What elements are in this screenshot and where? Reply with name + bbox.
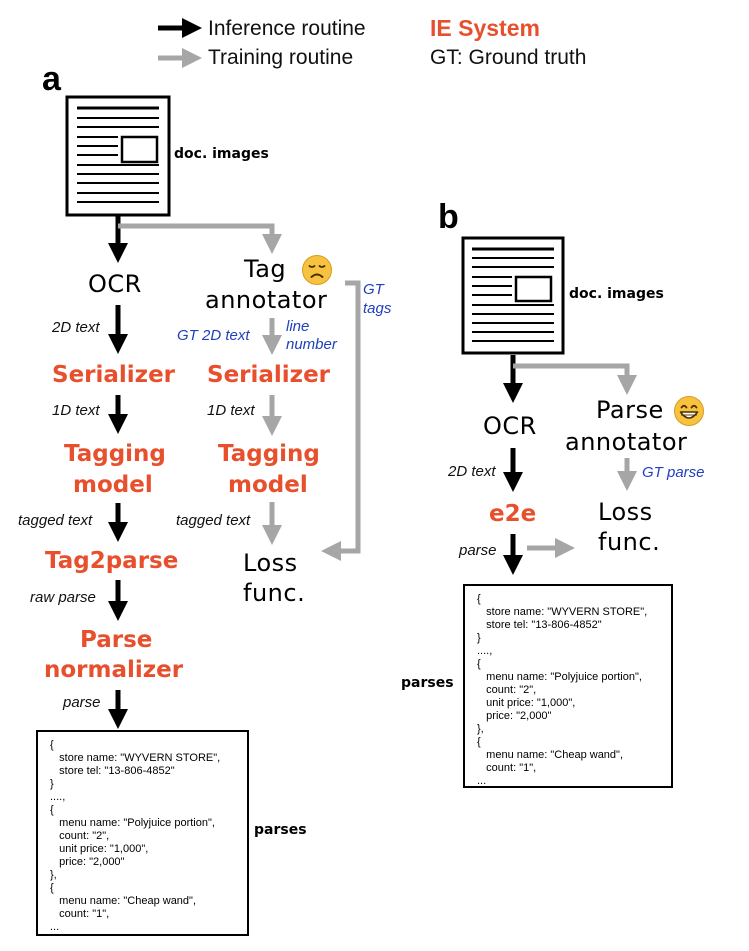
panel-a-parses-label: parses — [254, 822, 307, 838]
panel-a-edge-1d-text-left: 1D text — [52, 402, 100, 419]
panel-a-edge-parse: parse — [63, 694, 101, 711]
panel-b-parses-line: }, — [477, 723, 484, 735]
panel-a-parses-line: ...., — [50, 791, 66, 803]
panel-b-parses-line: store name: "WYVERN STORE", — [477, 606, 648, 618]
panel-a-tag-annotator-node-line2: annotator — [205, 286, 328, 314]
panel-b-parses-line: { — [477, 658, 481, 670]
panel-a-tagging-model-inference-line1: Tagging — [64, 441, 166, 467]
panel-a-parses-line: { — [50, 804, 54, 816]
panel-a-loss-func-node-line2: func. — [243, 579, 306, 607]
panel-b-parses-box: { store name: "WYVERN STORE", store tel:… — [463, 584, 673, 788]
panel-a-parse-normalizer-line2: normalizer — [44, 657, 184, 683]
panel-b-parses-line: store tel: "13-806-4852" — [477, 619, 602, 631]
panel-b-doc-images-label: doc. images — [569, 286, 664, 302]
legend-training-label: Training routine — [208, 46, 354, 69]
panel-a-parses-line: }, — [50, 869, 57, 881]
panel-a-gt-tags-label-line1: GT — [363, 281, 384, 298]
panel-a-serializer-inference-node: Serializer — [52, 362, 176, 388]
panel-b-parses-line: ...., — [477, 645, 493, 657]
panel-a-parses-line: { — [50, 882, 54, 894]
legend-gt: GT: Ground truth — [430, 46, 587, 69]
panel-a-parses-line: ... — [50, 921, 60, 933]
panel-b-label: b — [438, 198, 459, 236]
panel-b-edge-gt-parse: GT parse — [642, 464, 705, 481]
panel-b-loss-func-node-line1: Loss — [598, 498, 653, 526]
panel-b-e2e-node: e2e — [489, 501, 537, 527]
document-icon-a — [65, 95, 171, 217]
panel-a-edge-line-number-2: number — [286, 336, 337, 353]
panel-a-edge-gt-2d-text: GT 2D text — [177, 327, 250, 344]
grinning-face-emoji-icon — [673, 395, 705, 432]
panel-a-parses-line: menu name: "Cheap wand", — [50, 895, 197, 907]
panel-a-gt-tags-label-line2: tags — [363, 300, 392, 317]
panel-b-parses-line: menu name: "Polyjuice portion", — [477, 671, 642, 683]
panel-a-parses-box: { store name: "WYVERN STORE", store tel:… — [36, 730, 249, 936]
panel-b-parse-annotator-node-line2: annotator — [565, 428, 688, 456]
panel-a-tagging-model-inference-line2: model — [73, 472, 153, 498]
panel-b-parses-label: parses — [401, 675, 454, 691]
legend-inference-label: Inference routine — [208, 17, 366, 40]
panel-b-parses-line: count: "1", — [477, 762, 537, 774]
panel-a-edge-tagged-text-right: tagged text — [176, 512, 251, 529]
panel-a-parses-line: } — [50, 778, 54, 790]
panel-a-edge-line-number-1: line — [286, 318, 310, 335]
legend-ie-system: IE System — [430, 15, 540, 41]
panel-a-parses-line: count: "2", — [50, 830, 110, 842]
panel-a-tag-annotator-node-line1: Tag — [244, 255, 287, 283]
panel-a-edge-2d-text: 2D text — [52, 319, 100, 336]
panel-a-parses-line: count: "1", — [50, 908, 110, 920]
panel-a-parses-line: store name: "WYVERN STORE", — [50, 752, 221, 764]
panel-a-loss-func-node-line1: Loss — [243, 549, 298, 577]
panel-a-parses-line: price: "2,000" — [50, 856, 125, 868]
panel-a-tagging-model-training-line2: model — [228, 472, 308, 498]
panel-a-serializer-training-node: Serializer — [207, 362, 331, 388]
panel-b-parses-line: { — [477, 593, 481, 605]
panel-a-parses-line: store tel: "13-806-4852" — [50, 765, 175, 777]
panel-b-parses-line: } — [477, 632, 481, 644]
sad-face-emoji-icon — [301, 254, 333, 291]
panel-b-parses-line: count: "2", — [477, 684, 537, 696]
panel-a-edge-tagged-text-left: tagged text — [18, 512, 93, 529]
panel-a-ocr-node: OCR — [88, 270, 142, 298]
panel-a-parses-line: unit price: "1,000", — [50, 843, 149, 855]
panel-b-parses-line: { — [477, 736, 481, 748]
panel-b-ocr-node: OCR — [483, 412, 537, 440]
panel-b-parses-line: price: "2,000" — [477, 710, 552, 722]
panel-b-parses-line: ... — [477, 775, 487, 787]
panel-a-parse-normalizer-line1: Parse — [80, 627, 153, 653]
panel-b-loss-func-node-line2: func. — [598, 528, 661, 556]
panel-a-parses-line: { — [50, 739, 54, 751]
panel-b-parses-line: menu name: "Cheap wand", — [477, 749, 624, 761]
panel-a-tagging-model-training-line1: Tagging — [218, 441, 320, 467]
panel-b-edge-parse: parse — [459, 542, 497, 559]
document-icon-b — [461, 236, 565, 355]
panel-a-edge-raw-parse: raw parse — [30, 589, 96, 606]
panel-b-parse-annotator-node-line1: Parse — [596, 396, 664, 424]
panel-a-parses-line: menu name: "Polyjuice portion", — [50, 817, 215, 829]
panel-a-doc-images-label: doc. images — [174, 146, 269, 162]
panel-b-edge-2d-text: 2D text — [448, 463, 496, 480]
panel-a-edge-1d-text-right: 1D text — [207, 402, 255, 419]
panel-a-label: a — [42, 60, 61, 98]
panel-a-tag2parse-node: Tag2parse — [45, 548, 179, 574]
panel-b-parses-line: unit price: "1,000", — [477, 697, 576, 709]
